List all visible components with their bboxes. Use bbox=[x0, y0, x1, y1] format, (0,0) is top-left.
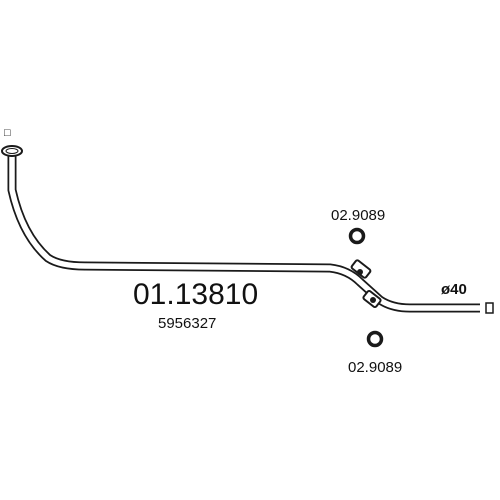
oem-reference: 5956327 bbox=[158, 315, 216, 332]
end-marker-left: □ bbox=[4, 127, 11, 139]
inlet-flange bbox=[1, 145, 23, 157]
gasket-ring-bottom bbox=[366, 330, 384, 348]
gasket-ring-top bbox=[348, 227, 366, 245]
exhaust-pipe bbox=[7, 152, 480, 313]
clamp-top-code: 02.9089 bbox=[331, 207, 385, 224]
part-number: 01.13810 bbox=[133, 278, 258, 311]
clamp-bottom-code: 02.9089 bbox=[348, 359, 402, 376]
clamp-assembly bbox=[350, 259, 382, 309]
diameter-label: ø40 bbox=[441, 281, 467, 298]
outlet-end-cap bbox=[485, 302, 494, 314]
